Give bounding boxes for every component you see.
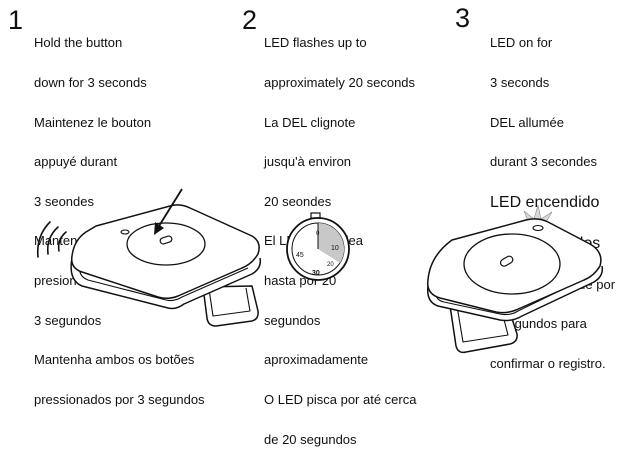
step-1-line: Hold the button xyxy=(34,35,123,51)
step-2-number: 2 xyxy=(242,5,258,35)
step-3-line: durant 3 secondes xyxy=(490,154,597,170)
step-1-line: down for 3 seconds xyxy=(34,75,147,91)
step-1-line: 3 seondes xyxy=(34,193,94,209)
step-2-line: aproximadamente xyxy=(264,352,369,368)
device-led-confirm xyxy=(426,218,604,354)
illustrations: 0 10 20 30 45 xyxy=(36,188,604,354)
step-3-number: 3 xyxy=(455,3,471,33)
step-1-line: 3 segundos xyxy=(34,312,102,328)
step-2-line: de 20 segundos xyxy=(264,431,357,447)
stopwatch-label-45: 45 xyxy=(296,252,304,259)
step-3-line: LED on for xyxy=(490,35,553,51)
step-1-line: appuyé durant xyxy=(34,154,118,170)
step-2-line: O LED pisca por até cerca xyxy=(264,391,417,407)
press-arrow-icon xyxy=(154,188,183,235)
stopwatch-label-10: 10 xyxy=(331,245,339,252)
step-1-line: pressionados por 3 segundos xyxy=(34,391,205,407)
step-2-line: LED flashes up to xyxy=(264,35,367,51)
device-button-press xyxy=(70,204,262,327)
stopwatch-label-20: 20 xyxy=(327,262,334,268)
step-2-line: La DEL clignote xyxy=(264,114,356,130)
step-3-line-large: LED encendido xyxy=(490,193,600,211)
step-1-line: Maintenez le bouton xyxy=(34,114,152,130)
wireless-signal-icon xyxy=(36,221,67,258)
step-2-line: jusqu'à environ xyxy=(264,154,352,170)
step-1-line: Mantenha ambos os botões xyxy=(34,352,195,368)
step-3-line: 3 seconds xyxy=(490,75,550,91)
step-3-line: DEL allumée xyxy=(490,114,564,130)
stopwatch-label-0: 0 xyxy=(316,231,320,237)
step-1-number: 1 xyxy=(8,5,24,35)
step-3-line: confirmar o registro. xyxy=(490,355,606,371)
stopwatch-label-30: 30 xyxy=(312,270,320,277)
step-2-line: approximately 20 seconds xyxy=(264,75,416,91)
step-2-line: 20 seondes xyxy=(264,193,332,209)
stopwatch-icon xyxy=(286,212,350,281)
step-2-line: segundos xyxy=(264,312,321,328)
